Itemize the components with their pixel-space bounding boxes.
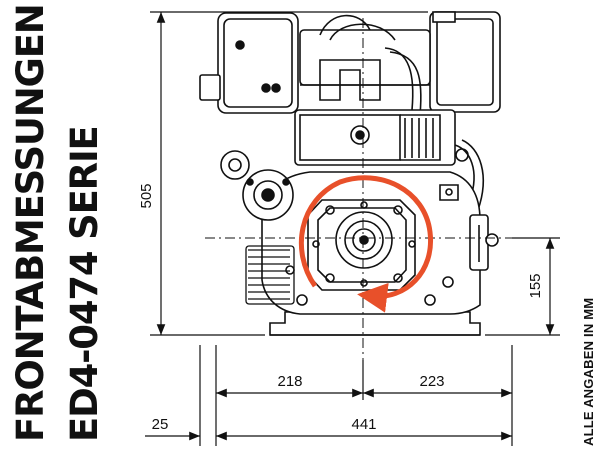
dim-width-total: 441 bbox=[351, 416, 376, 433]
dimension-lines bbox=[145, 11, 560, 446]
engine-front-view bbox=[199, 11, 501, 336]
units-note: ALLE ANGABEN IN MM bbox=[581, 297, 596, 446]
title-line-1: FRONTABMESSUNGEN bbox=[9, 4, 52, 442]
dim-width-right: 223 bbox=[419, 373, 444, 390]
cooling-fins-left bbox=[245, 245, 295, 305]
title-line-2: ED4-0474 SERIE bbox=[63, 126, 106, 442]
dim-offset: 25 bbox=[152, 416, 169, 433]
dim-height-shaft: 155 bbox=[527, 273, 544, 298]
rotation-direction-arrow-icon bbox=[298, 175, 434, 313]
dim-width-left: 218 bbox=[277, 373, 302, 390]
dim-height-total: 505 bbox=[138, 183, 155, 208]
